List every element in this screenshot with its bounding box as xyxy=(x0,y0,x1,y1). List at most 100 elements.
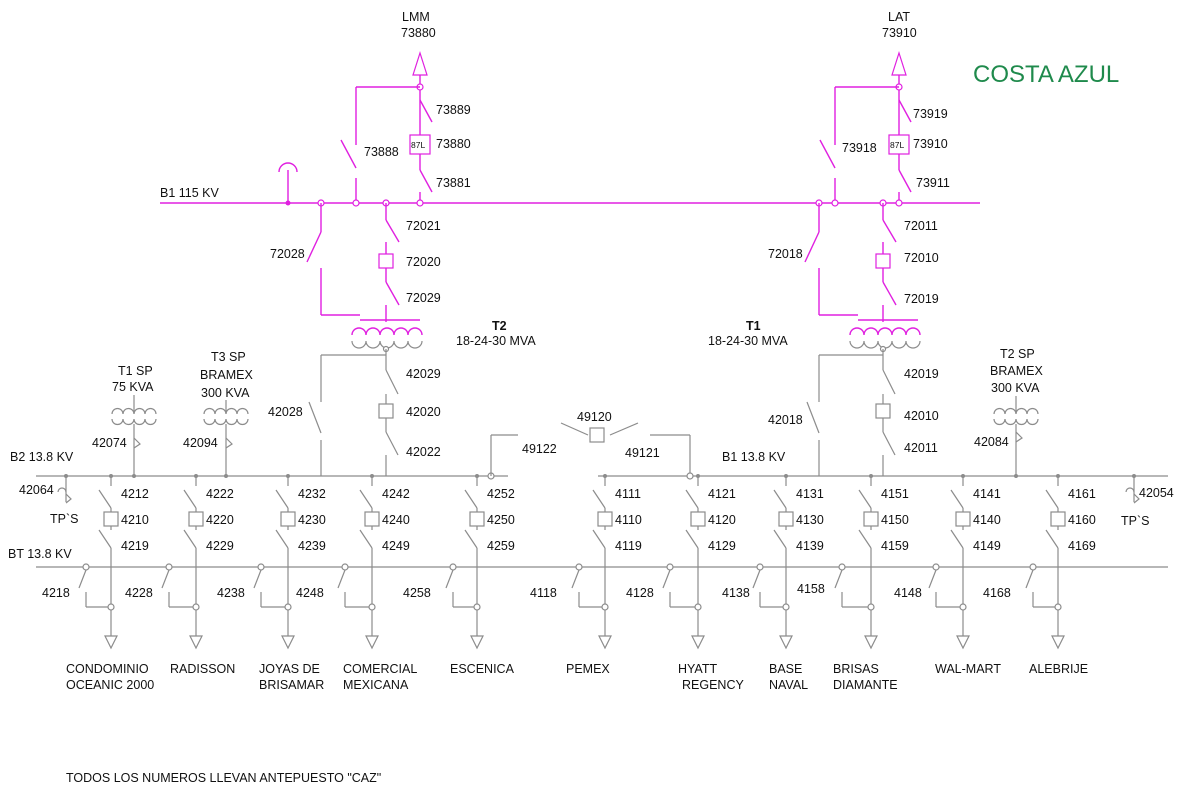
feeder-bt-switch xyxy=(752,569,761,589)
switch-73881 xyxy=(419,169,433,193)
feeder-name-line2: NAVAL xyxy=(769,678,808,692)
transformer-t2-windings xyxy=(351,318,423,353)
feeder-label-bottom: 4169 xyxy=(1068,539,1096,553)
feeder-label-bt: 4158 xyxy=(797,582,825,596)
switch-73889 xyxy=(419,99,433,123)
feeder-label-top: 4151 xyxy=(881,487,909,501)
svg-text:73918: 73918 xyxy=(842,141,877,155)
svg-text:72019: 72019 xyxy=(904,292,939,306)
feeder-label-bt: 4168 xyxy=(983,586,1011,600)
svg-text:42019: 42019 xyxy=(904,367,939,381)
feeder-label-bt: 4138 xyxy=(722,586,750,600)
feeder-label-breaker: 4130 xyxy=(796,513,824,527)
feeder-name: BRISAS xyxy=(833,662,879,676)
svg-text:42094: 42094 xyxy=(183,436,218,450)
feeder-label-breaker: 4240 xyxy=(382,513,410,527)
feeder-switch-top xyxy=(773,489,787,509)
svg-text:B2 13.8 KV: B2 13.8 KV xyxy=(10,450,74,464)
junction-node xyxy=(959,603,967,611)
feeder-bt-switch xyxy=(1025,569,1034,589)
feeder-label-breaker: 4150 xyxy=(881,513,909,527)
svg-text:42084: 42084 xyxy=(974,435,1009,449)
bus-label-b1-115kv: B1 115 KV xyxy=(160,186,220,200)
transformer-t1-windings xyxy=(849,318,921,353)
svg-text:BRAMEX: BRAMEX xyxy=(990,364,1043,378)
svg-text:42029: 42029 xyxy=(406,367,441,381)
svg-text:300 KVA: 300 KVA xyxy=(201,386,250,400)
bt-node xyxy=(449,563,457,571)
feeder-name: CONDOMINIO xyxy=(66,662,149,676)
aux-transformer-t1sp: T1 SP 75 KVA 42074 xyxy=(92,364,157,478)
switch-72029-hv xyxy=(385,281,400,306)
feeder-name-line2: OCEANIC 2000 xyxy=(66,678,154,692)
feeder-label-top: 4232 xyxy=(298,487,326,501)
switch-42022 xyxy=(385,431,399,456)
svg-text:T3 SP: T3 SP xyxy=(211,350,246,364)
switch-42028 xyxy=(308,401,322,434)
footnote: TODOS LOS NUMEROS LLEVAN ANTEPUESTO "CAZ… xyxy=(66,771,381,785)
feeder-switch-bottom xyxy=(773,529,787,549)
switch-42011 xyxy=(882,431,896,456)
feeder-switch-top xyxy=(950,489,964,509)
svg-text:73889: 73889 xyxy=(436,103,471,117)
junction-node xyxy=(107,603,115,611)
feeder-label-bt: 4228 xyxy=(125,586,153,600)
line-name-lmm: LMM xyxy=(402,10,430,24)
feeder-switch-top xyxy=(1045,489,1059,509)
feeder-label-bt: 4238 xyxy=(217,586,245,600)
feeder-label-bt: 4258 xyxy=(403,586,431,600)
feeder-switch-bottom xyxy=(275,529,289,549)
svg-text:72020: 72020 xyxy=(406,255,441,269)
bt-node xyxy=(341,563,349,571)
svg-text:72028: 72028 xyxy=(270,247,305,261)
potential-transformer-115kv xyxy=(278,162,298,206)
svg-text:42054: 42054 xyxy=(1139,486,1174,500)
transformer-bay-t1: 72018 72011 72010 72019 T1 18-24-30 MVA … xyxy=(708,199,939,476)
junction-node xyxy=(284,603,292,611)
switch-73919 xyxy=(898,99,912,123)
feeder-label-bottom: 4149 xyxy=(973,539,1001,553)
feeder-switch-bottom xyxy=(685,529,699,549)
bus-b1-115kv: B1 115 KV xyxy=(160,162,980,206)
feeder-label-top: 4141 xyxy=(973,487,1001,501)
load-arrow-icon xyxy=(779,635,793,650)
feeder-breaker xyxy=(280,511,296,527)
transformer-bay-t2: 72028 72021 72020 72029 T2 18-24-30 MVA … xyxy=(268,199,536,476)
feeder-switch-bottom xyxy=(592,529,606,549)
feeder-label-breaker: 4120 xyxy=(708,513,736,527)
feeder-label-top: 4121 xyxy=(708,487,736,501)
load-arrow-icon xyxy=(598,635,612,650)
svg-text:73881: 73881 xyxy=(436,176,471,190)
feeder-breaker xyxy=(955,511,971,527)
switch-72021 xyxy=(385,219,400,243)
bt-node xyxy=(756,563,764,571)
svg-text:75 KVA: 75 KVA xyxy=(112,380,154,394)
breaker-72020 xyxy=(378,253,394,269)
svg-text:300 KVA: 300 KVA xyxy=(991,381,1040,395)
feeder-breaker xyxy=(778,511,794,527)
feeder-breaker xyxy=(863,511,879,527)
svg-text:49120: 49120 xyxy=(577,410,612,424)
junction-node xyxy=(1054,603,1062,611)
potential-transformer-right: 42054 TP`S xyxy=(1121,474,1174,528)
switch-73911 xyxy=(898,169,912,193)
bt-node xyxy=(165,563,173,571)
junction-node xyxy=(473,603,481,611)
feeder-switch-top xyxy=(183,489,197,509)
load-arrow-icon xyxy=(189,635,203,650)
feeder-label-bt: 4248 xyxy=(296,586,324,600)
switch-73918 xyxy=(819,139,836,169)
feeder-name: COMERCIAL xyxy=(343,662,417,676)
feeder-label-bottom: 4229 xyxy=(206,539,234,553)
feeder-label-bt: 4128 xyxy=(626,586,654,600)
bt-node xyxy=(1029,563,1037,571)
feeder-name: RADISSON xyxy=(170,662,235,676)
svg-text:42018: 42018 xyxy=(768,413,803,427)
svg-text:87L: 87L xyxy=(890,140,904,150)
